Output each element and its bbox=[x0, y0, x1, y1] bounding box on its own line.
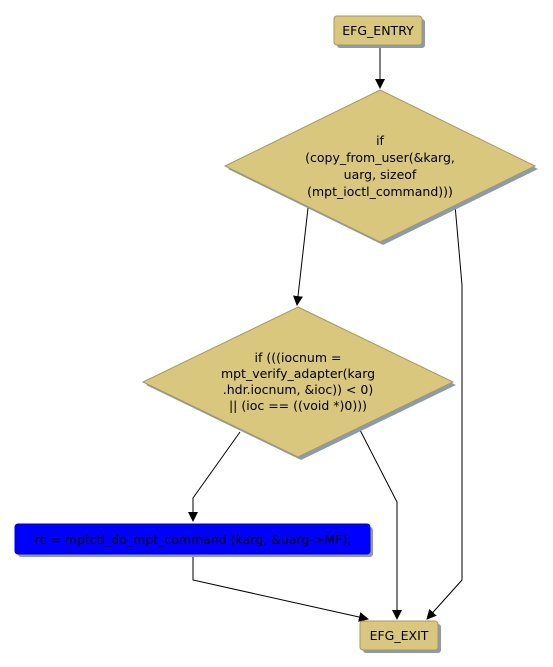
node-condition-verify-adapter-line-4: || (ioc == ((void *)0))) bbox=[229, 398, 367, 413]
node-efg-entry: EFG_ENTRY bbox=[333, 15, 425, 48]
node-condition-verify-adapter-line-3: .hdr.iocnum, &ioc)) < 0) bbox=[223, 382, 374, 397]
edge-cond2-to-stmt bbox=[188, 431, 241, 522]
node-condition-copy-from-user-diamond bbox=[223, 89, 537, 243]
edge-stmt-to-exit bbox=[192, 554, 369, 622]
node-condition-verify-adapter-line-1: if (((iocnum = bbox=[255, 350, 342, 365]
edge-cond2-to-exit bbox=[359, 429, 402, 620]
node-efg-entry-box bbox=[333, 15, 423, 46]
node-efg-exit-label: EFG_EXIT bbox=[370, 628, 429, 643]
node-statement-mpt-command-box bbox=[14, 523, 371, 555]
node-efg-exit-box bbox=[359, 620, 439, 651]
node-condition-copy-from-user-line-1: if bbox=[376, 133, 384, 148]
node-statement-mpt-command: rc = mptctl_do_mpt_command (karg, &uarg-… bbox=[14, 523, 373, 557]
edge-cond1-to-cond2 bbox=[293, 207, 309, 306]
node-efg-exit: EFG_EXIT bbox=[359, 620, 441, 653]
node-condition-copy-from-user: if (copy_from_user(&karg, uarg, sizeof (… bbox=[223, 89, 538, 245]
node-condition-copy-from-user-line-3: uarg, sizeof bbox=[344, 167, 417, 182]
edge-cond1-to-exit bbox=[426, 204, 463, 620]
node-condition-copy-from-user-line-2: (copy_from_user(&karg, bbox=[305, 150, 455, 165]
node-statement-mpt-command-label: rc = mptctl_do_mpt_command (karg, &uarg-… bbox=[35, 532, 352, 547]
node-condition-verify-adapter-diamond bbox=[141, 306, 455, 458]
node-condition-verify-adapter: if (((iocnum = mpt_verify_adapter(karg .… bbox=[141, 306, 456, 460]
node-condition-verify-adapter-line-2: mpt_verify_adapter(karg bbox=[221, 366, 375, 381]
edges bbox=[188, 44, 463, 622]
node-condition-copy-from-user-line-4: (mpt_ioctl_command))) bbox=[307, 184, 453, 199]
node-efg-entry-label: EFG_ENTRY bbox=[342, 23, 414, 38]
